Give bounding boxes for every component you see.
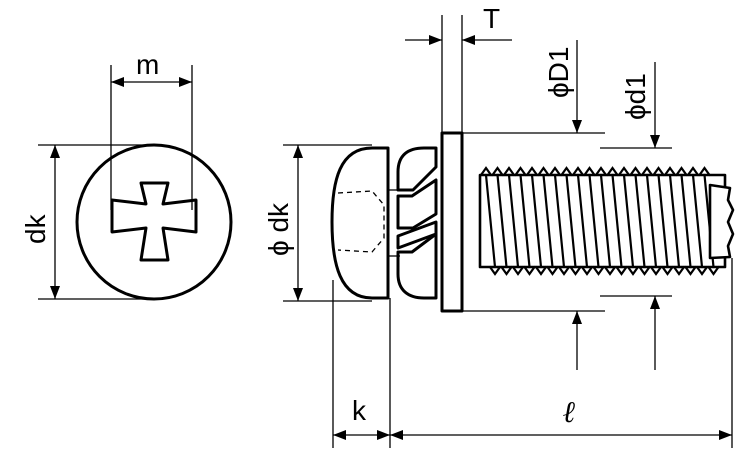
spring-washer-top	[396, 146, 438, 192]
thread-crest-line	[611, 173, 623, 269]
thread-tooth-bottom	[488, 265, 502, 276]
thread-crest-line	[691, 173, 704, 269]
T-label: T	[483, 3, 500, 34]
thread-tooth-top	[606, 166, 619, 177]
k-arrow-left	[333, 430, 346, 440]
thread-crest-line	[622, 173, 635, 269]
thread-tooth-bottom	[592, 265, 605, 276]
thread-tooth-bottom	[500, 265, 513, 276]
thread-tooth-bottom	[626, 265, 640, 276]
flat-washer	[440, 131, 464, 313]
thread-tooth-bottom	[661, 265, 674, 276]
thread-crest-line	[530, 173, 543, 269]
thread-crest-line	[576, 173, 589, 269]
thread-end	[708, 183, 735, 260]
thread-crest-line	[565, 173, 577, 269]
thread-tooth-top	[640, 166, 654, 177]
T-arrow-right	[462, 35, 475, 45]
thread-crest-line	[634, 173, 646, 269]
pan-head	[330, 146, 390, 300]
spring-washer-bottom	[396, 232, 438, 300]
thread-tooth-bottom	[546, 265, 559, 276]
k-arrow-right	[377, 430, 390, 440]
thread-tooth-bottom	[615, 265, 628, 276]
thread-tooth-top	[617, 166, 631, 177]
D1-arrow-bottom	[572, 311, 582, 324]
d1-label: ϕd1	[620, 73, 651, 120]
dk-label: dk	[20, 213, 51, 244]
T-arrow-left	[429, 35, 442, 45]
thread-crests	[479, 166, 720, 276]
thread-crest-line	[680, 173, 692, 269]
thread-crest-line	[588, 173, 600, 269]
thread-tooth-top	[548, 166, 562, 177]
thread-tooth-bottom	[707, 265, 720, 276]
thread-tooth-bottom	[557, 265, 571, 276]
l-arrow-right	[719, 430, 732, 440]
thread-crest-line	[553, 173, 566, 269]
k-label: k	[352, 395, 367, 426]
thread-crest-line	[507, 173, 520, 269]
phillips-cross-recess	[110, 181, 198, 262]
thread-crest-line	[519, 173, 531, 269]
d1-arrow-top	[650, 135, 660, 148]
thread-tooth-bottom	[672, 265, 686, 276]
thread-tooth-top	[491, 166, 504, 177]
thread-crest-line	[542, 173, 554, 269]
thread-tooth-bottom	[534, 265, 548, 276]
thread-crest-line	[496, 173, 508, 269]
m-arrow-right	[179, 77, 192, 87]
thread-tooth-bottom	[649, 265, 663, 276]
spring-washer-mid	[396, 178, 438, 230]
thread-tooth-bottom	[603, 265, 617, 276]
l-label: ℓ	[563, 396, 576, 429]
screw-side-view: T ϕD1 ϕd1 ϕ dk k	[263, 3, 735, 448]
thread-tooth-top	[479, 166, 493, 177]
thread-tooth-top	[652, 166, 665, 177]
thread-tooth-bottom	[684, 265, 697, 276]
thread-tooth-top	[594, 166, 608, 177]
thread-tooth-bottom	[695, 265, 709, 276]
thread-tooth-bottom	[638, 265, 651, 276]
thread-crest-line	[657, 173, 669, 269]
thread-tooth-top	[675, 166, 688, 177]
D1-arrow-top	[572, 120, 582, 133]
thread-tooth-bottom	[569, 265, 582, 276]
recess-hidden-line	[337, 190, 385, 253]
thread-tooth-bottom	[580, 265, 594, 276]
thread-tooth-top	[663, 166, 677, 177]
thread-tooth-top	[560, 166, 573, 177]
thread-tooth-top	[629, 166, 642, 177]
thread-crest-line	[668, 173, 681, 269]
m-arrow-left	[111, 77, 124, 87]
thread-crest-line	[599, 173, 612, 269]
spring-washer-lower	[396, 220, 438, 250]
D1-label: ϕD1	[543, 47, 574, 98]
phi-dk-label: ϕ dk	[263, 202, 294, 256]
thread-tooth-top	[537, 166, 550, 177]
l-arrow-left	[390, 430, 403, 440]
m-label: m	[136, 49, 159, 80]
thread-tooth-bottom	[523, 265, 536, 276]
thread-tooth-top	[698, 166, 711, 177]
dk-arrow-top	[50, 145, 60, 158]
thread-tooth-top	[583, 166, 596, 177]
d1-arrow-bottom	[650, 296, 660, 309]
thread-crest-line	[645, 173, 658, 269]
thread-tooth-bottom	[511, 265, 525, 276]
thread-tooth-top	[514, 166, 527, 177]
thread-crest-line	[484, 173, 497, 269]
phi-dk-arrow-top	[293, 145, 303, 158]
thread-tooth-top	[571, 166, 585, 177]
thread-tooth-top	[525, 166, 539, 177]
head-top-view: m dk	[20, 49, 233, 301]
thread-tooth-top	[502, 166, 516, 177]
phi-dk-arrow-bottom	[293, 288, 303, 301]
thread-tooth-top	[686, 166, 700, 177]
dk-arrow-bottom	[50, 286, 60, 299]
